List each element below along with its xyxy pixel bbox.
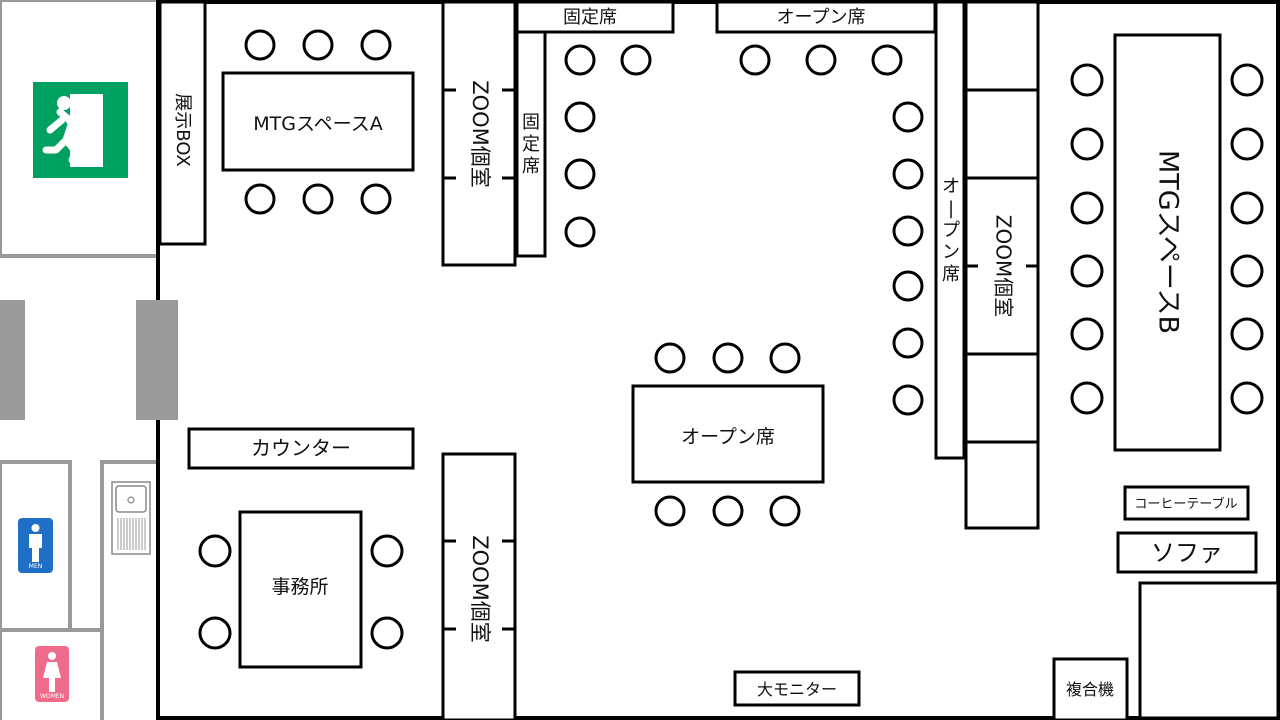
emergency-exit-icon	[31, 80, 130, 180]
sofa[interactable]: ソファ	[1116, 531, 1258, 574]
sofa-label: ソファ	[1151, 539, 1223, 567]
men-restroom-icon: MEN	[18, 518, 53, 573]
cubicle-4[interactable]	[964, 352, 1040, 444]
chairs-fixed-top	[564, 44, 652, 76]
copier-label: 複合機	[1066, 680, 1114, 699]
copier[interactable]: 複合機	[1052, 657, 1129, 720]
open-seat-top[interactable]: オープン席	[715, 0, 937, 76]
fixed-seat-top-label: 固定席	[563, 7, 617, 28]
mtg-space-b[interactable]: MTGスペースB	[1070, 33, 1264, 452]
cubicle-1[interactable]	[964, 0, 1040, 92]
open-seat-vertical-label-1: オ	[942, 176, 960, 197]
mtg-space-a[interactable]: MTGスペースA	[221, 29, 415, 215]
chairs-mtg-b	[1070, 63, 1264, 415]
open-seat-top-label: オープン席	[777, 7, 866, 28]
men-label: MEN	[29, 563, 42, 570]
left-door[interactable]	[0, 300, 25, 420]
open-seat-vertical-label-5: 席	[942, 264, 960, 285]
zoom-booth-bottom[interactable]: ZOOM個室	[441, 452, 517, 720]
open-seat-center[interactable]: オープン席	[631, 342, 825, 527]
big-monitor[interactable]: 大モニター	[733, 670, 861, 707]
office[interactable]: 事務所	[198, 510, 404, 669]
left-service-area	[0, 0, 178, 720]
open-seat-vertical-label-4: ン	[942, 242, 960, 263]
chairs-open-vertical	[892, 101, 924, 416]
main-entrance-door[interactable]	[136, 300, 178, 420]
women-label: WOMEN	[40, 693, 64, 700]
mtg-space-b-label: MTGスペースB	[1153, 150, 1184, 334]
open-seat-vertical[interactable]: オ | プ ン 席	[892, 0, 966, 460]
counter-label: カウンター	[251, 436, 351, 460]
sink-icon	[111, 481, 151, 555]
women-restroom-icon: WOMEN	[35, 646, 69, 702]
chairs-fixed-vertical	[564, 101, 596, 248]
chairs-open-top	[739, 44, 903, 76]
chairs-open-center	[654, 342, 801, 527]
fixed-seat-vertical[interactable]: 固 定 席	[515, 30, 596, 258]
open-seat-vertical-label-3: プ	[942, 220, 960, 241]
chairs-office	[198, 534, 404, 650]
zoom-booth-right-label: ZOOM個室	[992, 215, 1016, 317]
storage-room	[1138, 581, 1280, 720]
coffee-table[interactable]: コーヒーテーブル	[1123, 485, 1250, 521]
office-outer-wall	[156, 0, 1280, 720]
cubicle-2[interactable]	[964, 88, 1040, 180]
exhibit-box-label: 展示BOX	[172, 93, 193, 166]
fixed-seat-vertical-label-2: 定	[522, 134, 540, 155]
open-seat-vertical-label-2: |	[948, 198, 954, 219]
right-cubicles	[964, 0, 1040, 530]
office-label: 事務所	[271, 576, 328, 598]
counter[interactable]: カウンター	[187, 427, 415, 470]
zoom-booth-bottom-label: ZOOM個室	[468, 535, 492, 643]
cubicle-5[interactable]	[964, 440, 1040, 530]
zoom-booth-top[interactable]: ZOOM個室	[441, 0, 517, 267]
zoom-booth-right[interactable]: ZOOM個室	[964, 176, 1040, 356]
exhibit-box: 展示BOX	[158, 0, 207, 246]
fixed-seat-vertical-label-1: 固	[522, 112, 540, 133]
zoom-booth-top-label: ZOOM個室	[468, 80, 492, 188]
mtg-space-a-label: MTGスペースA	[253, 113, 382, 135]
fixed-seat-top[interactable]: 固定席	[515, 0, 675, 76]
fixed-seat-vertical-label-3: 席	[522, 156, 540, 177]
coffee-table-label: コーヒーテーブル	[1134, 496, 1237, 512]
open-seat-center-label: オープン席	[681, 426, 775, 448]
chairs-mtg-a	[244, 29, 392, 215]
big-monitor-label: 大モニター	[757, 680, 837, 699]
